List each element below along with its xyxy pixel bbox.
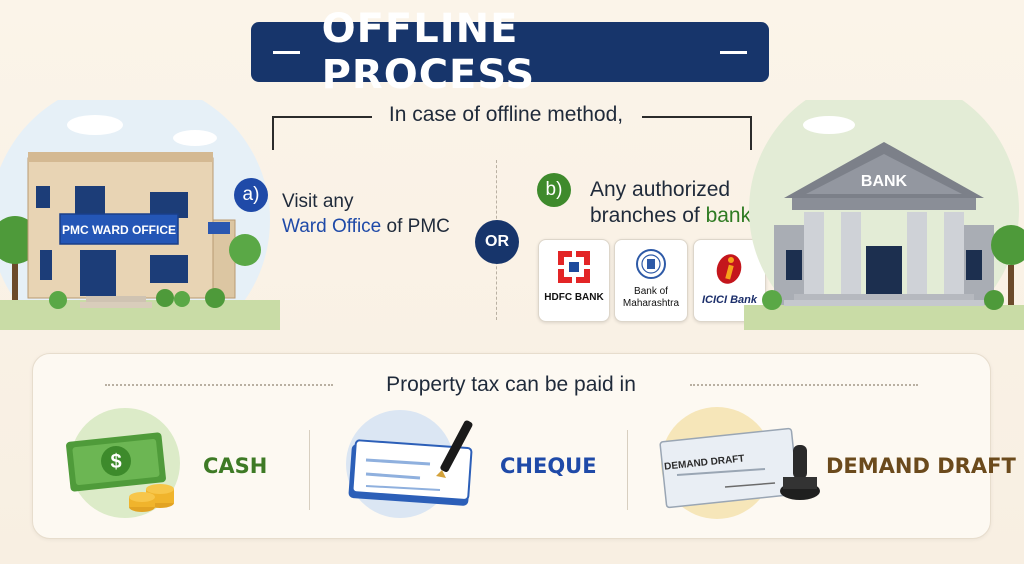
cloud-icon bbox=[803, 116, 855, 134]
option-b-badge: b) bbox=[537, 173, 571, 207]
bracket-right bbox=[642, 116, 752, 150]
bush bbox=[49, 291, 67, 309]
dotted-rule-left bbox=[105, 384, 333, 386]
steps bbox=[794, 294, 974, 300]
or-badge: OR bbox=[475, 220, 519, 264]
option-b-line2: branches of banks bbox=[590, 204, 762, 228]
option-a-line2-rest: of PMC bbox=[381, 216, 450, 237]
demand-draft-label: DEMAND DRAFT bbox=[826, 454, 1016, 478]
option-a-line1: Visit any bbox=[282, 191, 354, 212]
window bbox=[966, 250, 982, 280]
tree-trunk bbox=[1008, 265, 1014, 305]
option-a-line2: Ward Office of PMC bbox=[282, 216, 450, 238]
dotted-rule-right bbox=[690, 384, 918, 386]
intro-text: In case of offline method, bbox=[388, 103, 624, 126]
bank-door bbox=[866, 246, 902, 294]
bank-entablature bbox=[792, 198, 976, 210]
tree-trunk bbox=[12, 260, 18, 300]
option-b-line1: Any authorized bbox=[590, 178, 731, 201]
bank-column bbox=[907, 212, 927, 294]
cheque-icon bbox=[346, 410, 473, 518]
steps bbox=[86, 296, 146, 302]
payment-separator bbox=[627, 430, 628, 510]
hdfc-name: HDFC BANK bbox=[544, 292, 604, 303]
bom-logo-icon bbox=[636, 249, 666, 279]
hdfc-logo-card: HDFC BANK bbox=[538, 239, 610, 322]
bush bbox=[984, 290, 1004, 310]
tree-icon bbox=[229, 234, 261, 266]
cash-icon: $ bbox=[66, 408, 180, 518]
bracket-left bbox=[272, 116, 372, 150]
cash-label: CASH bbox=[203, 454, 268, 478]
window bbox=[40, 250, 52, 280]
steps bbox=[80, 302, 152, 308]
bank-column bbox=[804, 212, 824, 294]
door bbox=[80, 250, 116, 296]
window bbox=[36, 186, 50, 208]
bank-column bbox=[841, 212, 861, 294]
bank-column bbox=[944, 212, 964, 294]
hdfc-logo-icon bbox=[557, 250, 591, 284]
bom-name-line2: Maharashtra bbox=[622, 298, 680, 309]
wing-sign bbox=[208, 222, 230, 234]
payment-separator bbox=[309, 430, 310, 510]
title-banner: OFFLINE PROCESS bbox=[251, 6, 769, 98]
title-dash-left bbox=[273, 50, 300, 54]
ward-office-illustration: PMC WARD OFFICE bbox=[0, 100, 280, 330]
option-b-line2-start: branches of bbox=[590, 204, 706, 227]
bank-pediment-inner bbox=[806, 154, 962, 194]
window bbox=[786, 250, 802, 280]
page-title: OFFLINE PROCESS bbox=[321, 6, 536, 98]
ward-office-highlight: Ward Office bbox=[282, 216, 382, 237]
banks-highlight: banks bbox=[705, 204, 762, 227]
cash-symbol: $ bbox=[110, 451, 121, 473]
window bbox=[75, 186, 105, 214]
bank-sign-text: BANK bbox=[861, 173, 908, 190]
bush bbox=[205, 288, 225, 308]
steps bbox=[784, 300, 984, 306]
ward-office-sign-text: PMC WARD OFFICE bbox=[62, 223, 176, 237]
bom-name-line1: Bank of bbox=[634, 286, 668, 297]
option-a-badge: a) bbox=[234, 178, 268, 212]
title-dash-right bbox=[720, 50, 747, 54]
icici-name: ICICI Bank bbox=[701, 294, 757, 306]
cheque-label: CHEQUE bbox=[500, 454, 597, 478]
tree-icon bbox=[991, 225, 1024, 265]
bank-illustration: BANK bbox=[744, 100, 1024, 330]
icici-logo-icon bbox=[716, 254, 742, 284]
bush bbox=[762, 290, 782, 310]
ground bbox=[744, 305, 1024, 330]
payment-heading: Property tax can be paid in bbox=[386, 373, 636, 396]
cloud-icon bbox=[67, 115, 123, 135]
window bbox=[150, 255, 188, 283]
cloud-icon bbox=[173, 130, 217, 146]
building-roof bbox=[28, 152, 213, 162]
bush bbox=[156, 289, 174, 307]
bom-logo-card: Bank of Maharashtra bbox=[614, 239, 688, 322]
ward-office-sign bbox=[59, 213, 179, 245]
bush bbox=[174, 291, 190, 307]
demand-draft-icon: DEMAND DRAFT bbox=[659, 407, 820, 519]
